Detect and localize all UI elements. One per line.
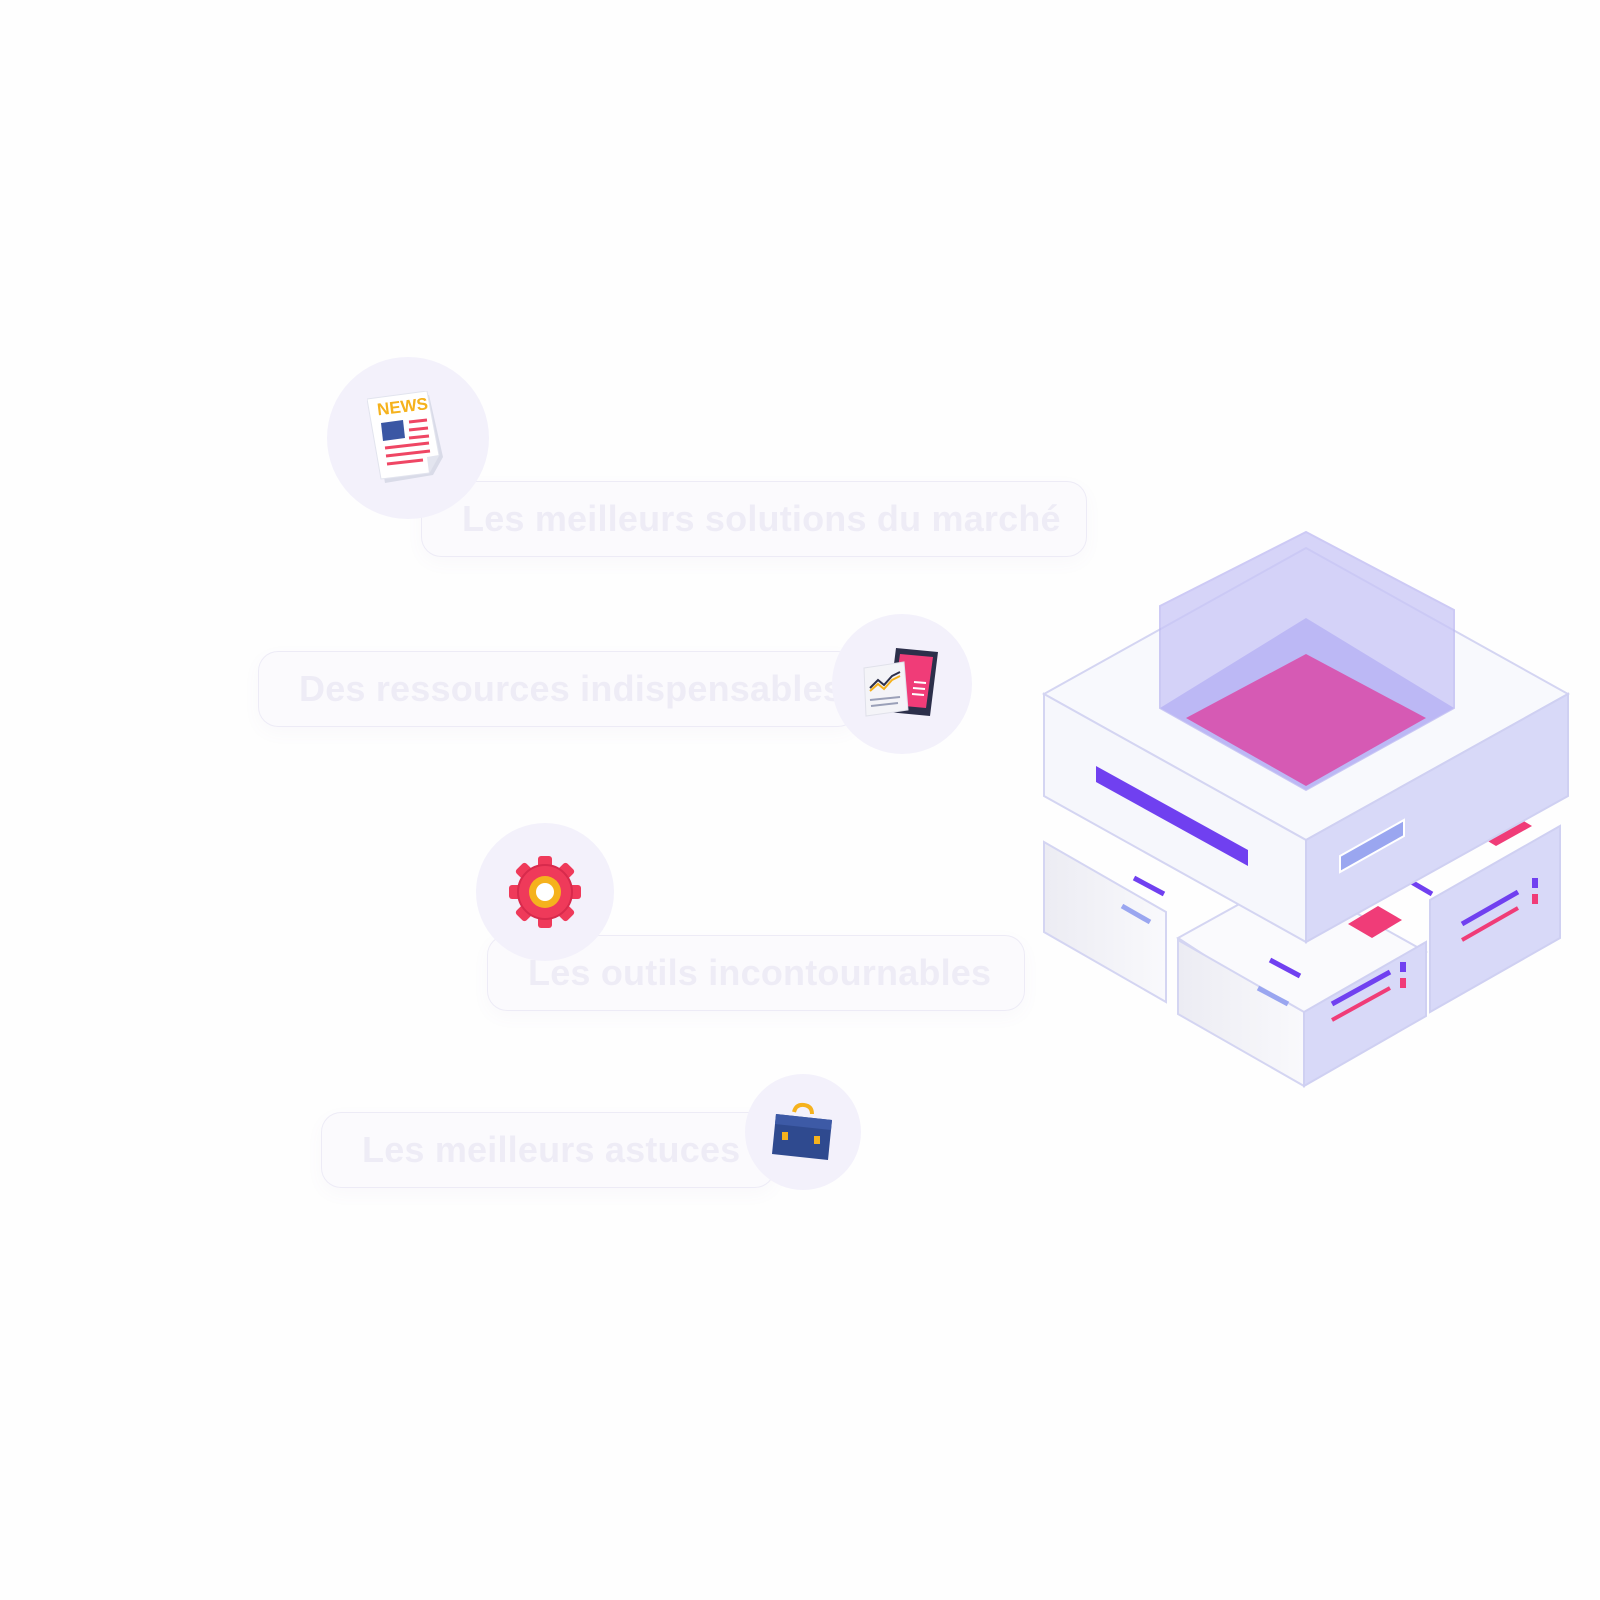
newspaper-icon: NEWS [367, 391, 443, 483]
feature-label: Les outils incontournables [528, 952, 992, 993]
feature-icon-circle-solutions: NEWS [327, 357, 489, 519]
box-back-left [1043, 840, 1167, 1004]
feature-icon-circle-ressources [832, 614, 972, 754]
gear-icon [509, 856, 581, 928]
feature-pill-ressources: Des ressources indispensables [258, 651, 858, 727]
feature-label: Les meilleurs astuces [362, 1129, 741, 1170]
glass-container [1159, 530, 1455, 792]
feature-label: Les meilleurs solutions du marché [462, 498, 1061, 539]
briefcase-icon [772, 1102, 832, 1160]
feature-icon-circle-outils [476, 823, 614, 961]
box-front [1176, 874, 1429, 1088]
feature-icon-circle-astuces [745, 1074, 861, 1190]
tablet-chart-icon [863, 648, 938, 717]
feature-pill-outils: Les outils incontournables [487, 935, 1025, 1011]
feature-pill-solutions: Les meilleurs solutions du marché [421, 481, 1087, 557]
feature-label: Des ressources indispensables [299, 668, 844, 709]
